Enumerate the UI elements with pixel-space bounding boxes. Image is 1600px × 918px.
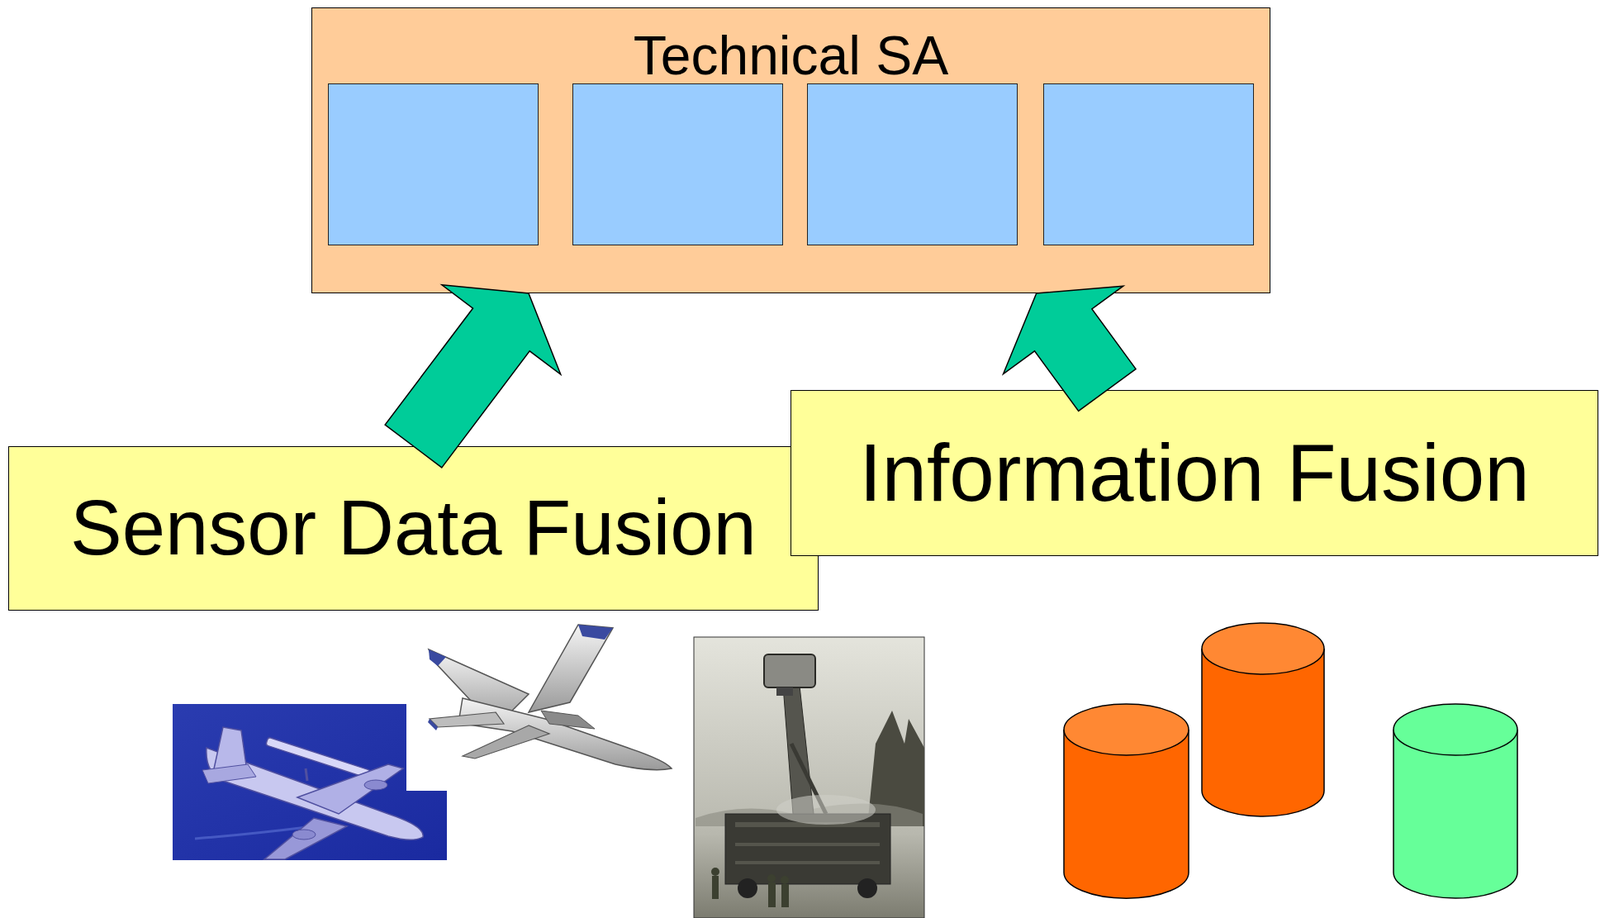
- aircraft-photo: [172, 703, 447, 860]
- box-label: Sensor Data Fusion: [70, 483, 757, 573]
- empty-panel: [572, 83, 784, 246]
- empty-panel: [327, 83, 539, 246]
- uav-drawing: [427, 624, 672, 770]
- empty-panel: [807, 83, 1018, 246]
- process-box: Sensor Data Fusion: [8, 446, 819, 611]
- box-title: Technical SA: [633, 24, 950, 88]
- block-arrow: [384, 284, 561, 468]
- box-label: Information Fusion: [859, 426, 1530, 520]
- process-box: Information Fusion: [790, 389, 1599, 556]
- radar-truck-photo: [693, 636, 925, 918]
- empty-panel: [1043, 83, 1254, 246]
- container-box: Technical SA: [311, 7, 1271, 294]
- database-cylinder: [1063, 622, 1518, 898]
- block-arrow: [1003, 285, 1136, 411]
